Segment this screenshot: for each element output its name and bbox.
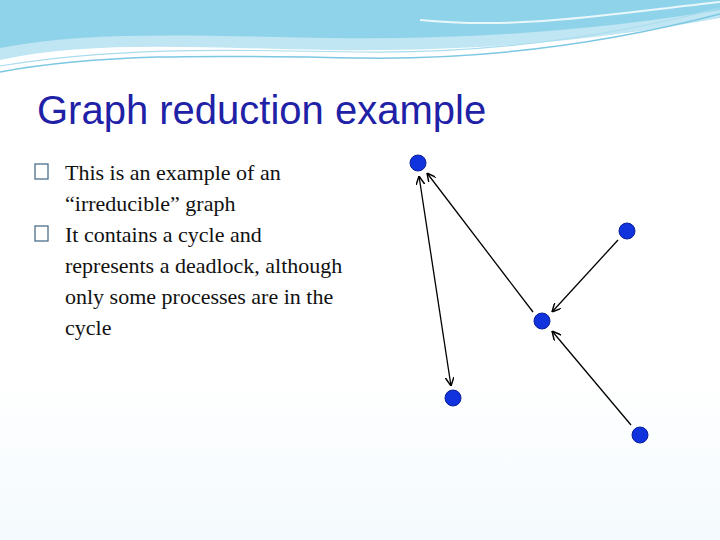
bullet-text: This is an example of an “irreducible” g… bbox=[65, 157, 350, 219]
slide-title: Graph reduction example bbox=[37, 88, 486, 133]
bullet-text: It contains a cycle and represents a dea… bbox=[65, 219, 350, 343]
